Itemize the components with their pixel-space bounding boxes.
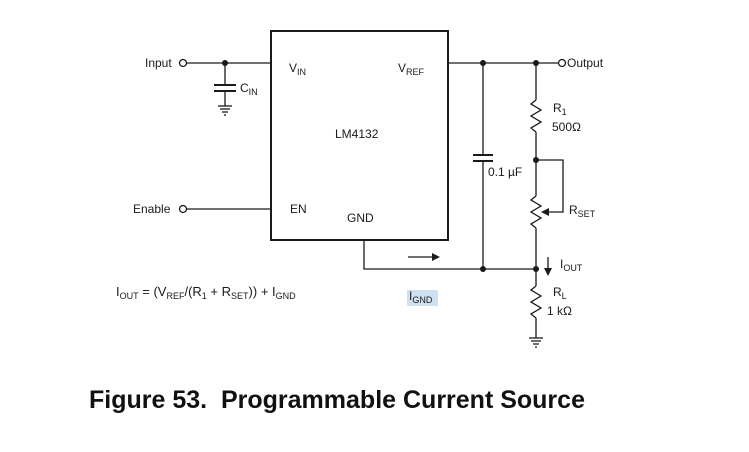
rl-label: RL (553, 285, 567, 301)
cin-label: CIN (240, 81, 258, 97)
current-formula: IOUT = (VREF/(R1 + RSET)) + IGND (116, 284, 296, 301)
pin-vref-label: VREF (398, 61, 425, 77)
iout-label: IOUT (560, 257, 583, 273)
r1-value: 500Ω (552, 120, 581, 134)
pin-en-label: EN (290, 202, 307, 216)
rset-potentiometer (529, 159, 564, 269)
input-terminal (178, 58, 188, 68)
enable-terminal-label: Enable (133, 202, 171, 216)
input-terminal-label: Input (145, 56, 172, 70)
figure-caption: Figure 53. Programmable Current Source (89, 386, 585, 414)
ignd-label: IGND (409, 289, 433, 305)
bypass-cap-value: 0.1 µF (488, 165, 522, 179)
output-terminal (557, 58, 567, 68)
chip-name: LM4132 (335, 127, 379, 141)
cin-capacitor (214, 63, 236, 116)
lm4132-chip (270, 30, 449, 241)
ignd-arrow (408, 253, 440, 261)
gnd-return-wire (363, 240, 536, 270)
rl-resistor (529, 269, 543, 348)
pin-vin-label: VIN (289, 61, 306, 77)
iout-arrow (544, 257, 552, 276)
ignd-highlight (407, 290, 438, 306)
rset-label: RSET (569, 203, 596, 219)
r1-resistor (529, 63, 543, 160)
output-terminal-label: Output (567, 56, 604, 70)
r1-label: R1 (553, 101, 567, 117)
bypass-capacitor (473, 63, 493, 269)
enable-terminal (178, 204, 188, 214)
cap-ground-junction (480, 266, 486, 272)
pin-gnd-label: GND (347, 211, 374, 225)
rl-value: 1 kΩ (547, 304, 572, 318)
